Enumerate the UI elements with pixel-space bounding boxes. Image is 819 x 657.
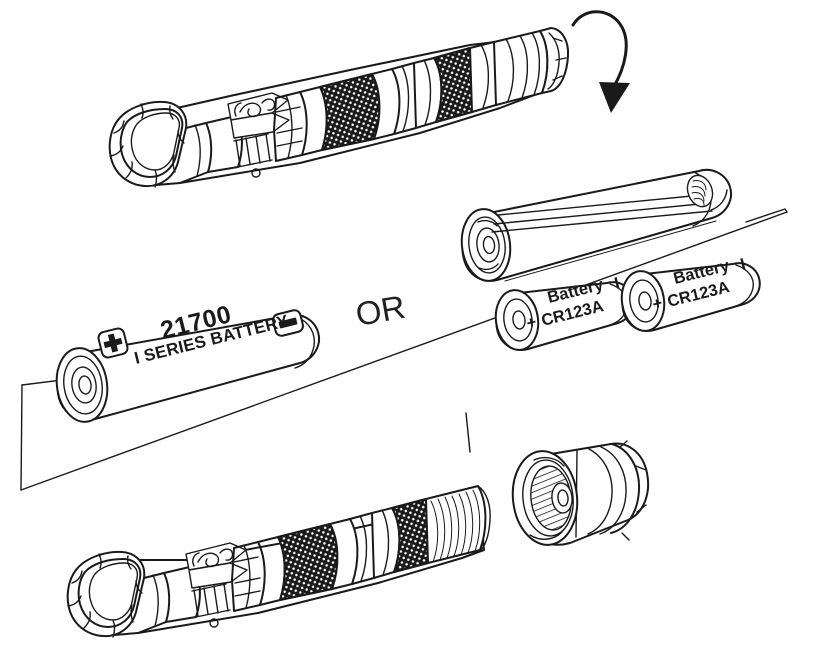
battery-cr123a-right-positive-symbol: + — [651, 294, 665, 314]
carrier-spring-contact — [686, 171, 714, 227]
flashlight-body-with-tailcap — [108, 27, 570, 188]
carrier-end-cap — [460, 208, 512, 282]
cooling-fins-top — [233, 133, 273, 178]
battery-cr123a-left-series-mark: I — [613, 274, 622, 293]
tail-cap-detached — [511, 440, 649, 546]
or-label: OR — [353, 288, 408, 333]
tail-cap-attached-top — [469, 27, 570, 113]
battery-cr123a-left-positive-symbol: + — [525, 313, 539, 333]
battery-cr123a-right-series-mark: I — [739, 255, 748, 274]
exposed-threads-bottom — [425, 485, 491, 564]
battery-21700-positive-symbol — [97, 327, 129, 359]
tail-cap-thread-opening — [511, 450, 579, 546]
battery-cr123a-left-end-cap — [494, 289, 540, 351]
battery-21700-negative-symbol — [272, 309, 304, 337]
battery-21700-end-cap — [55, 347, 109, 423]
flashlight-body-open-threads — [66, 485, 491, 638]
battery-cr123a-left: Battery I CR123A + — [494, 274, 635, 351]
strike-bezel-top — [108, 100, 188, 188]
knurled-grip-bottom-1 — [277, 523, 339, 601]
unscrew-rotation-arrow — [571, 10, 630, 113]
battery-cr123a-right: Battery I CR123A + — [620, 255, 761, 332]
battery-cr123a-right-end-cap — [620, 270, 666, 332]
knurled-grip-top-1 — [319, 73, 381, 151]
strike-bezel-bottom — [66, 550, 146, 638]
cooling-fins-bottom — [191, 583, 231, 628]
battery-21700: 21700 I SERIES BATTERY — [55, 300, 320, 423]
battery-carrier-tube — [460, 168, 732, 282]
